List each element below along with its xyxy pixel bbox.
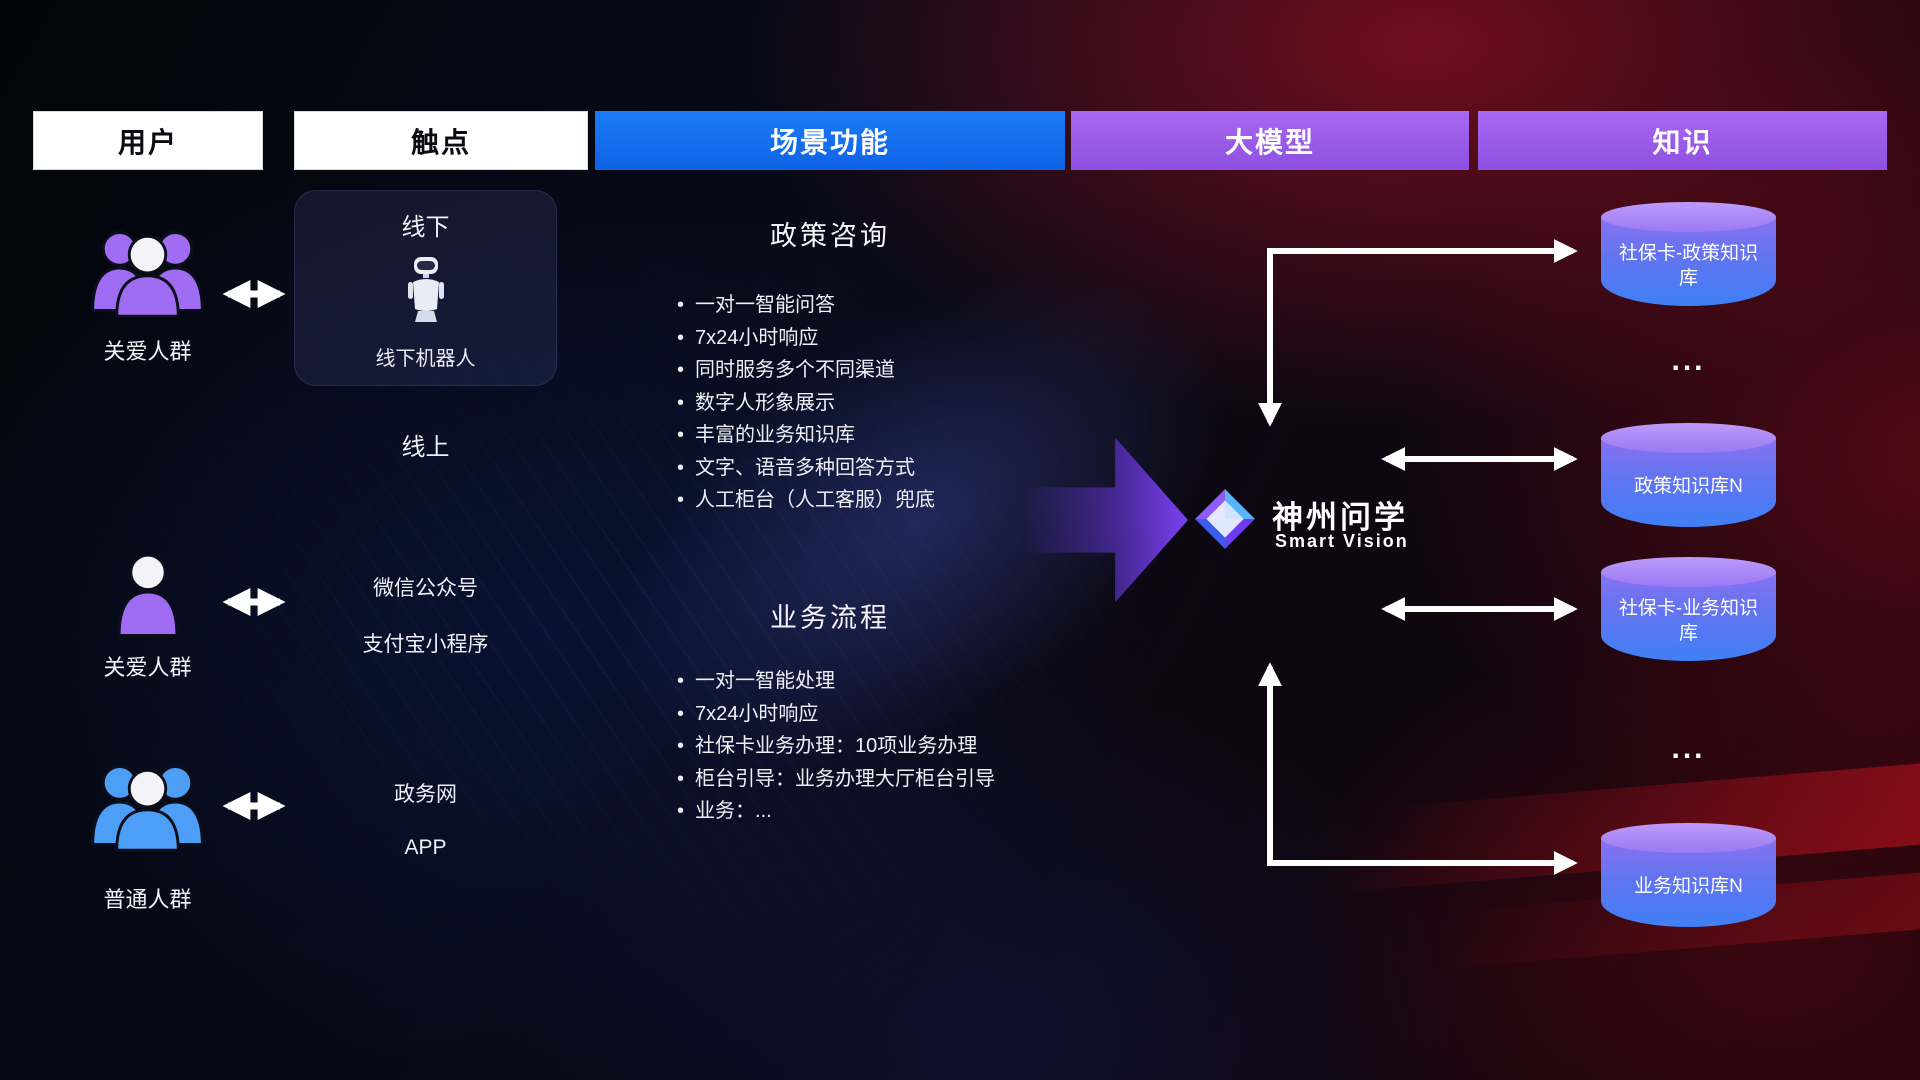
user-label-general-group: 普通人群 [103,887,192,912]
knowledge-db-business-n: 业务知识库N [1601,823,1776,927]
list-item: 丰富的业务知识库 [677,419,935,452]
offline-touchpoint-card: 线下 线下机器人 [294,190,557,386]
knowledge-db-policy-n: 政策知识库N [1601,423,1776,527]
list-item: 一对一智能处理 [677,665,995,698]
header-knowledge: 知识 [1478,111,1887,170]
single-user-icon [112,548,184,645]
database-cylinder-top [1601,557,1776,587]
list-item: 业务：... [677,795,995,828]
model-to-business-n-arrow [1258,662,1578,875]
list-item: 柜台引导：业务办理大厅柜台引导 [677,763,995,796]
header-scene-functions: 场景功能 [595,111,1065,170]
header-large-model: 大模型 [1071,111,1469,170]
offline-robot-label: 线下机器人 [375,348,476,370]
channel-alipay: 支付宝小程序 [362,633,489,656]
knowledge-db-business-ssc: 社保卡-业务知识库 [1601,557,1776,661]
list-item: 数字人形象展示 [677,387,935,420]
channel-app: APP [404,836,447,859]
offline-title: 线下 [401,214,450,241]
ellipsis-more-databases: ... [1671,344,1706,377]
model-subtitle: Smart Vision [1275,531,1409,551]
business-feature-list: 一对一智能处理 7x24小时响应 社保卡业务办理：10项业务办理 柜台引导：业务… [677,665,995,828]
database-cylinder-top [1601,202,1776,232]
gem-logo-icon [1192,486,1258,557]
knowledge-db-policy-ssc: 社保卡-政策知识库 [1601,202,1776,306]
channel-wechat: 微信公众号 [373,577,478,600]
channel-gov-web: 政务网 [394,783,457,806]
list-item: 人工柜台（人工客服）兜底 [677,484,935,517]
list-item: 7x24小时响应 [677,322,935,355]
list-item: 社保卡业务办理：10项业务办理 [677,730,995,763]
online-title: 线上 [401,434,450,461]
database-cylinder-label: 社保卡-业务知识库 [1601,572,1776,661]
scene-title-policy: 政策咨询 [770,221,890,251]
model-name: 神州问学 [1272,500,1408,535]
user-label-care-group-2: 关爱人群 [103,655,192,680]
list-item: 一对一智能问答 [677,289,935,322]
user-label-care-group-1: 关爱人群 [103,339,192,364]
list-item: 同时服务多个不同渠道 [677,354,935,387]
scene-title-business: 业务流程 [770,603,890,633]
database-cylinder-top [1601,423,1776,453]
header-users: 用户 [33,111,263,170]
database-cylinder-top [1601,823,1776,853]
ellipsis-more-databases: ... [1671,732,1706,765]
model-to-policy-db-arrow [1258,239,1578,427]
flow-arrow-icon [1026,437,1188,603]
robot-icon [404,255,448,330]
list-item: 7x24小时响应 [677,698,995,731]
group-users-icon [85,752,210,861]
group-users-icon [85,218,210,327]
list-item: 文字、语音多种回答方式 [677,452,935,485]
policy-feature-list: 一对一智能问答 7x24小时响应 同时服务多个不同渠道 数字人形象展示 丰富的业… [677,289,935,517]
header-touchpoints: 触点 [294,111,588,170]
